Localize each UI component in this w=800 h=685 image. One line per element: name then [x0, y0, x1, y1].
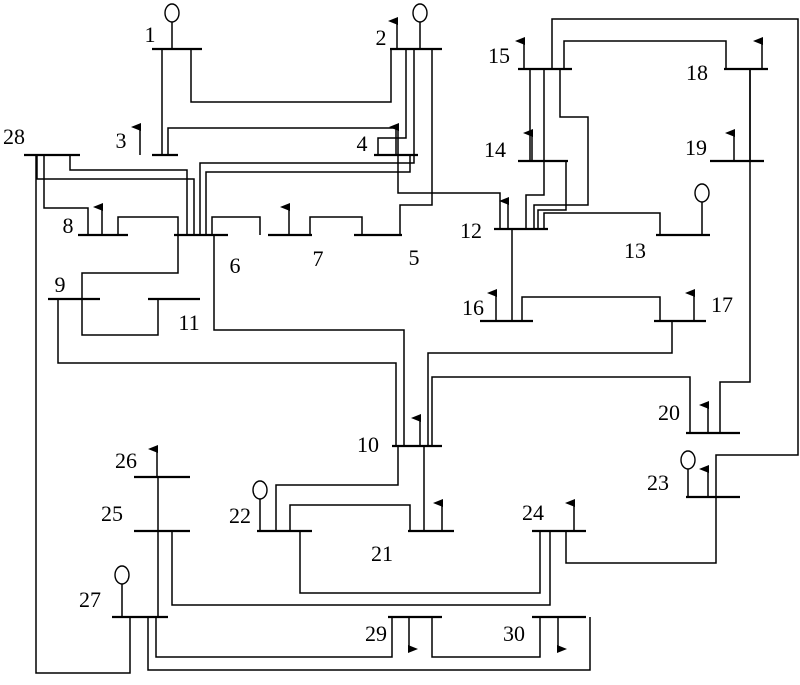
- line-28-27: [171, 531, 551, 606]
- line-9-10: [81, 235, 179, 336]
- line-12-14: [397, 155, 501, 229]
- bus-label-14: 14: [484, 137, 506, 162]
- line-22-24: [275, 446, 399, 531]
- line-6-8: [117, 216, 179, 235]
- line-19-20: [521, 296, 661, 321]
- line-29-30: [147, 617, 591, 671]
- line-23-24: [289, 504, 411, 531]
- bus-label-12: 12: [460, 218, 482, 243]
- line-10-22: [431, 376, 691, 446]
- line-4-6: [205, 155, 411, 235]
- generator-icon: [680, 450, 696, 470]
- line-10-20: [563, 40, 727, 69]
- line-6-28: [431, 617, 541, 658]
- line-6-9: [36, 155, 195, 235]
- line-21-22: [427, 321, 673, 446]
- bus-label-24: 24: [522, 500, 544, 525]
- line-10-17: [719, 69, 751, 433]
- line-6-7: [309, 216, 363, 235]
- bus-label-21: 21: [371, 541, 393, 566]
- line-2-4: [377, 49, 407, 155]
- line-12-15: [543, 212, 661, 235]
- line-layer: [35, 18, 799, 674]
- line-16-17: [525, 69, 545, 229]
- generator-icon: [412, 3, 428, 23]
- line-25-27: [565, 497, 717, 564]
- line-2-5: [399, 49, 433, 235]
- bus-label-4: 4: [357, 131, 368, 156]
- line-14-15: [533, 69, 589, 229]
- line-8-28: [155, 617, 393, 658]
- bus-label-10: 10: [357, 432, 379, 457]
- bus-label-6: 6: [230, 253, 241, 278]
- device-layer: [93, 3, 763, 653]
- bus-label-28: 28: [3, 124, 25, 149]
- line-4-12: [57, 299, 397, 446]
- bus-label-8: 8: [63, 213, 74, 238]
- line-5-7: [211, 216, 261, 235]
- line-2-6: [199, 49, 415, 235]
- line-9-11: [69, 155, 188, 235]
- bus-label-23: 23: [647, 470, 669, 495]
- bus-label-26: 26: [115, 448, 137, 473]
- bus-label-20: 20: [658, 400, 680, 425]
- bus-label-17: 17: [711, 292, 733, 317]
- bus-label-25: 25: [101, 501, 123, 526]
- bus-label-3: 3: [116, 128, 127, 153]
- line-3-4: [167, 127, 397, 155]
- generator-icon: [114, 565, 130, 585]
- bus-label-13: 13: [624, 238, 646, 263]
- line-24-25: [551, 18, 799, 497]
- generator-icon: [252, 480, 268, 500]
- line-12-16: [537, 161, 567, 229]
- bus-label-2: 2: [376, 25, 387, 50]
- line-25-26: [299, 531, 541, 594]
- bus-label-16: 16: [462, 295, 484, 320]
- bus-label-30: 30: [503, 621, 525, 646]
- line-1-2: [190, 49, 392, 103]
- bus-label-15: 15: [488, 43, 510, 68]
- bus-label-7: 7: [313, 246, 324, 271]
- bus-label-18: 18: [686, 60, 708, 85]
- line-27-30: [35, 155, 131, 674]
- bus-label-19: 19: [685, 135, 707, 160]
- bus-label-9: 9: [55, 272, 66, 297]
- bus-label-29: 29: [365, 621, 387, 646]
- line-12-13: [213, 235, 405, 446]
- bus-label-5: 5: [409, 245, 420, 270]
- bus-label-27: 27: [79, 587, 101, 612]
- generator-icon: [694, 183, 710, 203]
- bus-layer: [24, 47, 768, 619]
- line-6-10: [43, 155, 89, 235]
- bus-label-1: 1: [145, 22, 156, 47]
- generator-icon: [164, 3, 180, 23]
- bus-label-22: 22: [229, 503, 251, 528]
- bus-label-11: 11: [178, 310, 199, 335]
